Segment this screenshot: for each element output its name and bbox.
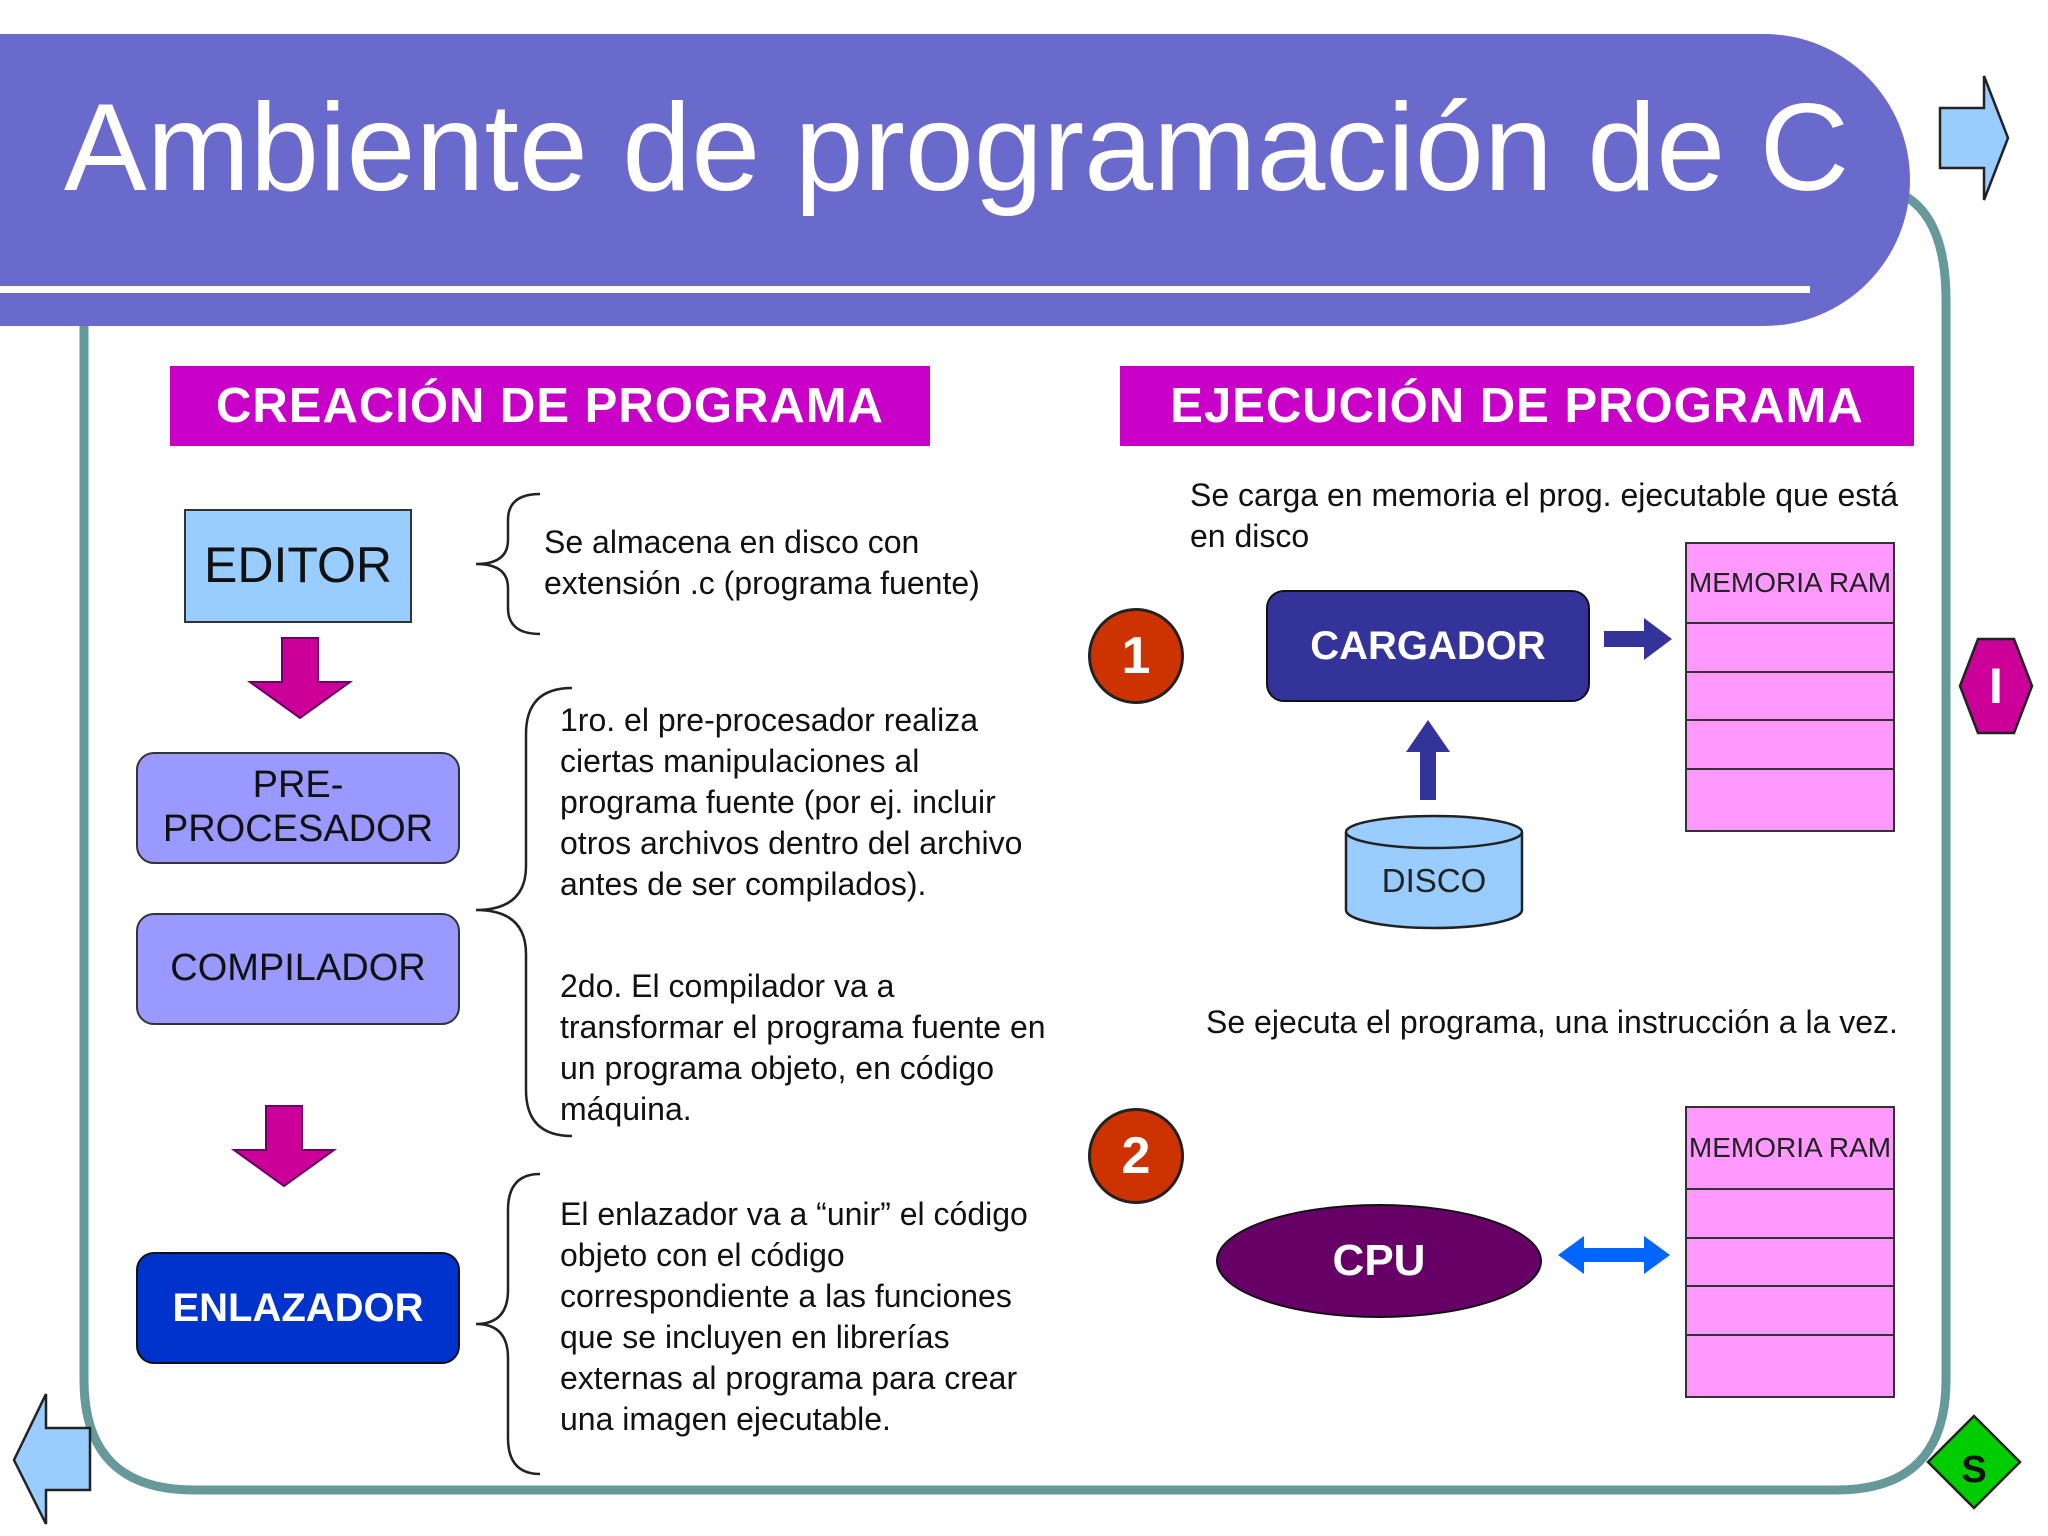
step2-text: Se ejecuta el programa, una instrucción … xyxy=(1206,1004,1898,1040)
step2-circle: 2 xyxy=(1088,1108,1184,1204)
prev-slide-arrow-icon[interactable] xyxy=(10,1390,94,1528)
step1-circle: 1 xyxy=(1088,608,1184,704)
preprocesador-box: PRE-PROCESADOR xyxy=(136,752,460,864)
cpu-ellipse: CPU xyxy=(1216,1204,1542,1318)
arrow-right-cargador xyxy=(1604,618,1672,660)
title-underline xyxy=(0,286,1810,293)
diamond-icon xyxy=(1926,1414,2022,1510)
step1-text: Se carga en memoria el prog. ejecutable … xyxy=(1190,477,1898,554)
memoria-ram-1-label: MEMORIA RAM xyxy=(1687,544,1893,624)
page-title: Ambiente de programación de C xyxy=(64,79,1850,217)
compile-description-2: 2do. El compilador va a transformar el p… xyxy=(560,968,1046,1127)
compile-description-1: 1ro. el pre-procesador realiza ciertas m… xyxy=(560,702,1023,902)
index-nav-label: I xyxy=(1989,658,2003,714)
next-slide-arrow-icon[interactable] xyxy=(1936,72,2012,204)
disco-cylinder xyxy=(1344,814,1524,930)
disco-label: DISCO xyxy=(1381,862,1487,900)
memoria-ram-2-label: MEMORIA RAM xyxy=(1687,1108,1893,1190)
enlazador-box: ENLAZADOR xyxy=(136,1252,460,1364)
s-nav-button[interactable]: S xyxy=(1924,1412,2024,1512)
arrow-down-2 xyxy=(230,1105,338,1188)
enlazador-description: El enlazador va a “unir” el código objet… xyxy=(560,1196,1028,1437)
brace-enlazador xyxy=(475,1172,541,1476)
brace-compile xyxy=(475,686,573,1138)
creacion-header: CREACIÓN DE PROGRAMA xyxy=(170,366,930,446)
editor-description: Se almacena en disco con extensión .c (p… xyxy=(544,524,980,601)
title-band xyxy=(0,34,1910,326)
arrow-double-cpu-ram xyxy=(1558,1236,1670,1274)
hexagon-icon xyxy=(1958,637,2034,735)
memoria-cell xyxy=(1687,770,1893,830)
arrow-down-1 xyxy=(246,637,354,720)
memoria-cell xyxy=(1687,673,1893,722)
memoria-cell xyxy=(1687,1287,1893,1336)
cargador-box: CARGADOR xyxy=(1266,590,1590,702)
arrow-up-disco xyxy=(1406,720,1450,800)
memoria-cell xyxy=(1687,1239,1893,1288)
memoria-ram-2: MEMORIA RAM xyxy=(1685,1106,1895,1398)
memoria-cell xyxy=(1687,1190,1893,1239)
memoria-ram-1: MEMORIA RAM xyxy=(1685,542,1895,832)
ejecucion-header: EJECUCIÓN DE PROGRAMA xyxy=(1120,366,1914,446)
editor-box: EDITOR xyxy=(184,509,412,623)
memoria-cell xyxy=(1687,1336,1893,1396)
memoria-cell xyxy=(1687,721,1893,770)
s-nav-label: S xyxy=(1961,1448,1987,1491)
memoria-cell xyxy=(1687,624,1893,673)
compilador-box: COMPILADOR xyxy=(136,913,460,1025)
index-nav-button[interactable]: I xyxy=(1958,636,2034,736)
brace-editor xyxy=(475,492,541,636)
